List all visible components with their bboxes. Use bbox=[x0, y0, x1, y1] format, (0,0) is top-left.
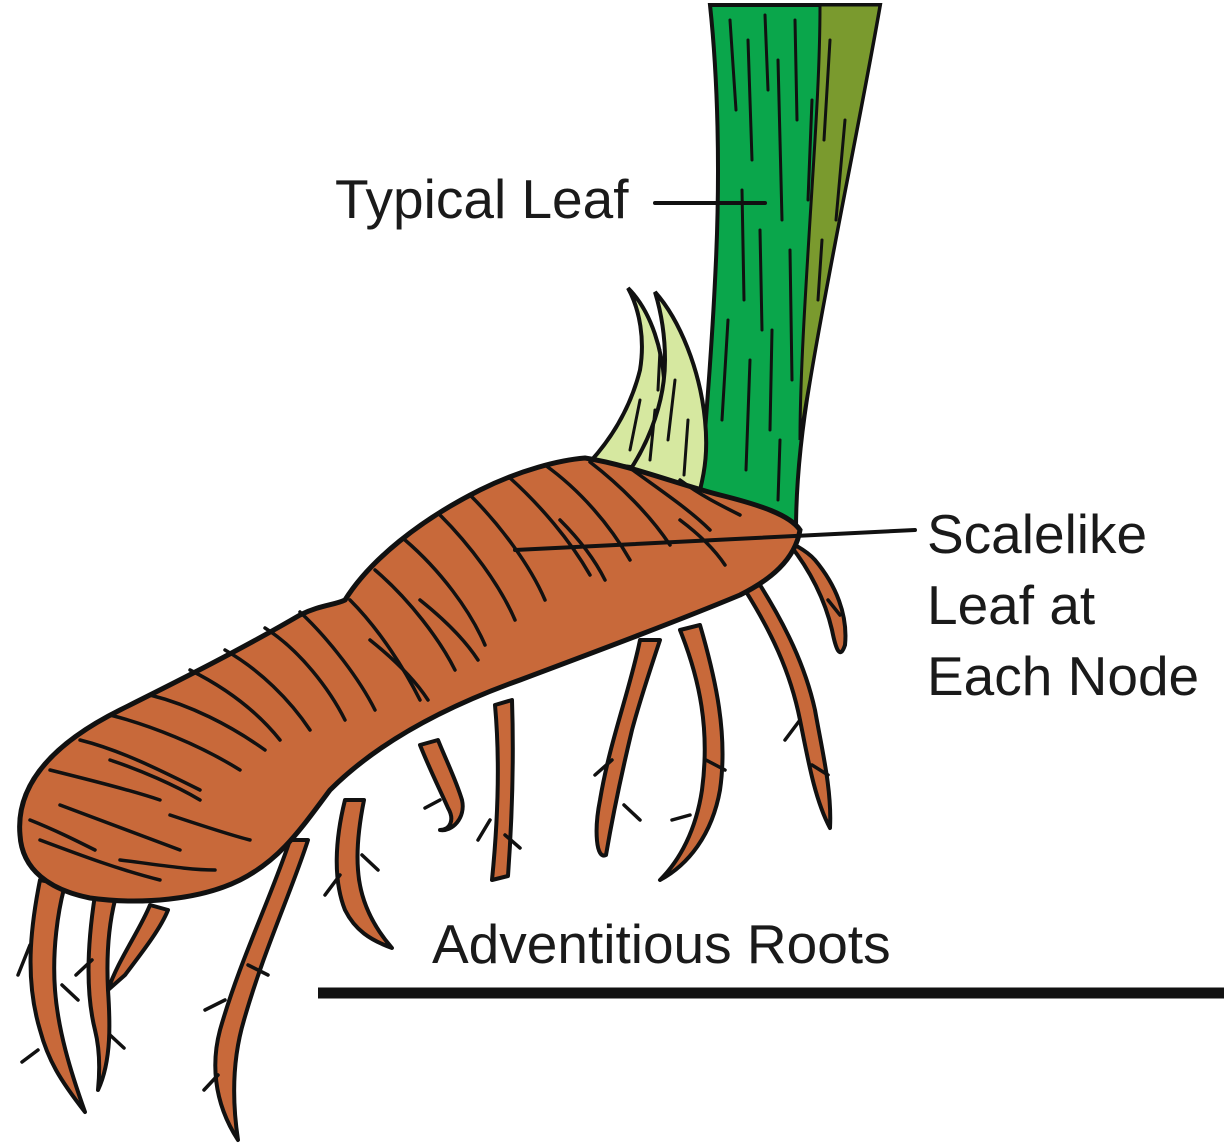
label-scalelike-leaf-line3: Each Node bbox=[927, 645, 1199, 707]
young-bud bbox=[590, 288, 706, 490]
label-scalelike-leaf-line2: Leaf at bbox=[927, 574, 1095, 636]
label-typical-leaf: Typical Leaf bbox=[335, 168, 629, 230]
label-scalelike-leaf-line1: Scalelike bbox=[927, 503, 1147, 565]
label-adventitious-roots: Adventitious Roots bbox=[432, 913, 891, 975]
rhizome bbox=[20, 458, 800, 901]
typical-leaf bbox=[700, 5, 880, 530]
